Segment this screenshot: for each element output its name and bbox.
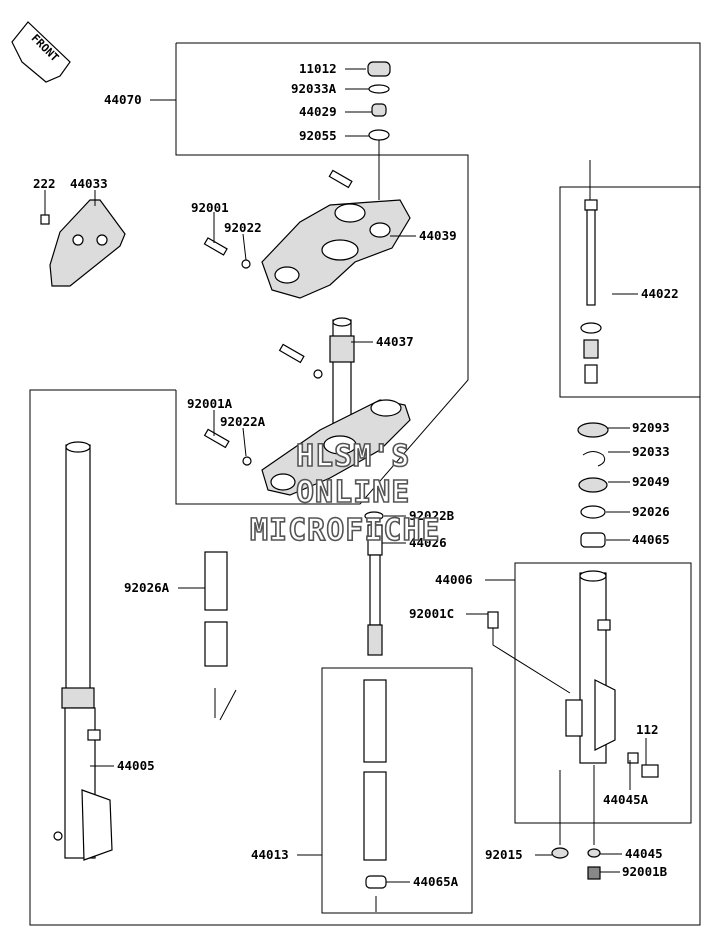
label-92001B: 92001B: [622, 864, 668, 879]
spacer-92026A: [204, 551, 237, 721]
label-92022A: 92022A: [220, 414, 266, 429]
right-fork-44006: [487, 570, 659, 880]
label-92026A: 92026A: [124, 580, 170, 595]
label-92001C: 92001C: [409, 606, 454, 621]
lower-triple-clamp: [203, 399, 411, 496]
label-44037: 44037: [376, 334, 414, 349]
label-44065A: 44065A: [413, 874, 459, 889]
bracket-44033: [40, 199, 126, 287]
steering-stem: [278, 317, 355, 441]
fork-spring-44026: [364, 511, 384, 656]
watermark-line-2: ONLINE: [296, 475, 410, 510]
label-92026: 92026: [632, 504, 670, 519]
frame-44070: [29, 42, 701, 926]
label-92001: 92001: [191, 200, 229, 215]
label-44026: 44026: [409, 535, 447, 550]
label-92022: 92022: [224, 220, 262, 235]
label-11012: 11012: [299, 61, 337, 76]
label-92033: 92033: [632, 444, 670, 459]
label-112: 112: [636, 722, 659, 737]
label-92033A: 92033A: [291, 81, 337, 96]
label-44045A: 44045A: [603, 792, 649, 807]
label-92015: 92015: [485, 847, 523, 862]
watermark-line-3: MICROFICHE: [250, 513, 441, 548]
left-fork-44005: [53, 441, 113, 861]
part-labels: 11012 92033A 44029 92055 44070 222 44033…: [33, 61, 679, 889]
frame-44013: [321, 667, 473, 914]
label-92055: 92055: [299, 128, 337, 143]
damper-rod-44022: [580, 160, 602, 384]
label-222: 222: [33, 176, 56, 191]
label-44006: 44006: [435, 572, 473, 587]
watermark: HLSM'S ONLINE MICROFICHE: [249, 438, 441, 549]
label-92049: 92049: [632, 474, 670, 489]
label-44033: 44033: [70, 176, 108, 191]
frame-44070-inner: [175, 43, 469, 505]
leader-lines: [44, 68, 647, 883]
front-arrow-badge: FRONT: [11, 21, 71, 83]
frame-44022: [559, 186, 701, 398]
label-44022: 44022: [641, 286, 679, 301]
label-92001A: 92001A: [187, 396, 233, 411]
label-44065: 44065: [632, 532, 670, 547]
upper-triple-clamp: [203, 169, 411, 299]
watermark-line-1: HLSM'S: [296, 439, 410, 474]
label-44029: 44029: [299, 104, 337, 119]
cap-stack: [367, 61, 391, 200]
label-44013: 44013: [251, 847, 289, 862]
label-44005: 44005: [117, 758, 155, 773]
inner-tube-44013: [363, 679, 387, 912]
frame-44006: [514, 562, 692, 824]
label-44070: 44070: [104, 92, 142, 107]
label-44039: 44039: [419, 228, 457, 243]
seal-stack: [577, 422, 609, 548]
label-92022B: 92022B: [409, 508, 455, 523]
label-92093: 92093: [632, 420, 670, 435]
group-frames: [29, 42, 701, 926]
label-44045: 44045: [625, 846, 663, 861]
